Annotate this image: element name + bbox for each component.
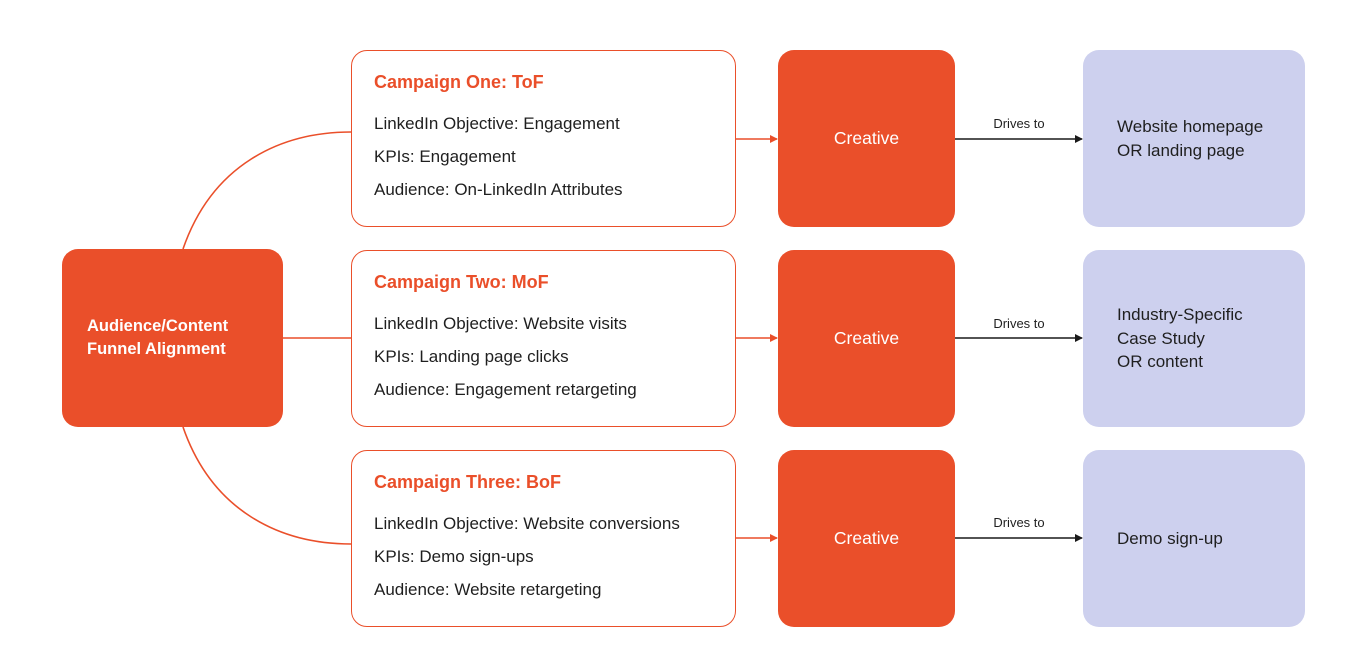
campaign-three-audience: Audience: Website retargeting: [374, 580, 602, 599]
creative-box-three: Creative: [778, 450, 955, 627]
destination-one-line-2: OR landing page: [1117, 140, 1245, 160]
creative-one-label: Creative: [833, 128, 900, 148]
destination-box-two: Industry-Specific Case Study OR content: [1083, 250, 1305, 427]
campaign-one-objective: LinkedIn Objective: Engagement: [374, 114, 620, 133]
campaign-three-kpis: KPIs: Demo sign-ups: [374, 547, 534, 566]
creative-box-two: Creative: [778, 250, 955, 427]
root-node-line-1: Audience/Content: [87, 317, 229, 335]
creative-two-label: Creative: [833, 328, 900, 348]
campaign-three-box: Campaign Three: BoF LinkedIn Objective: …: [351, 450, 736, 627]
campaign-two-audience: Audience: Engagement retargeting: [374, 380, 637, 399]
connector-root-to-campaign-three: [182, 426, 352, 545]
campaign-three-objective: LinkedIn Objective: Website conversions: [374, 514, 680, 533]
campaign-two-objective: LinkedIn Objective: Website visits: [374, 314, 627, 333]
destination-two-line-1: Industry-Specific: [1117, 305, 1243, 325]
root-node-line-2: Funnel Alignment: [87, 340, 226, 358]
campaign-one-kpis: KPIs: Engagement: [374, 147, 516, 166]
root-node-audience-content-funnel: Audience/Content Funnel Alignment: [62, 249, 283, 427]
destination-box-one: Website homepage OR landing page: [1083, 50, 1305, 227]
campaign-two-box: Campaign Two: MoF LinkedIn Objective: We…: [351, 250, 736, 427]
destination-two-line-3: OR content: [1117, 352, 1203, 372]
drives-to-label-one: Drives to: [993, 116, 1045, 131]
connector-root-to-campaign-one: [182, 131, 352, 250]
destination-three-line-1: Demo sign-up: [1117, 528, 1223, 548]
campaign-one-title: Campaign One: ToF: [374, 72, 544, 92]
destination-box-three: Demo sign-up: [1083, 450, 1305, 627]
creative-box-one: Creative: [778, 50, 955, 227]
drives-to-label-two: Drives to: [993, 316, 1045, 331]
campaign-two-title: Campaign Two: MoF: [374, 272, 549, 292]
campaign-one-box: Campaign One: ToF LinkedIn Objective: En…: [351, 50, 736, 227]
creative-three-label: Creative: [833, 528, 900, 548]
campaign-three-title: Campaign Three: BoF: [374, 472, 562, 492]
destination-two-line-2: Case Study: [1117, 328, 1205, 348]
campaign-one-audience: Audience: On-LinkedIn Attributes: [374, 180, 623, 199]
campaign-two-kpis: KPIs: Landing page clicks: [374, 347, 569, 366]
destination-one-line-1: Website homepage: [1117, 117, 1264, 136]
drives-to-label-three: Drives to: [993, 515, 1045, 530]
